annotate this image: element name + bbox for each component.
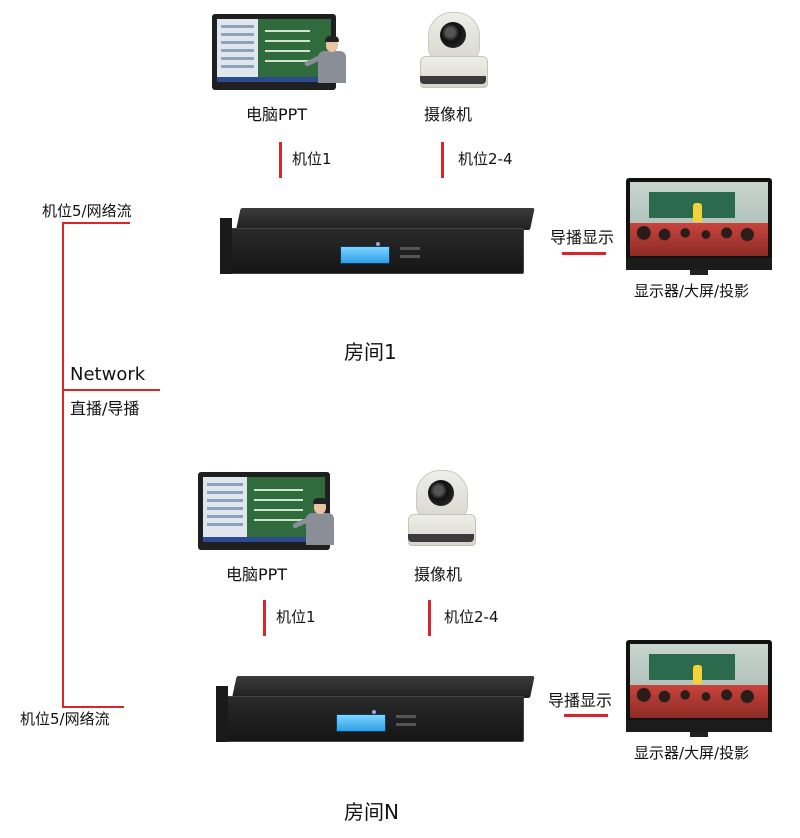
roomN-pos5-label: 机位5/网络流	[20, 710, 110, 728]
room1-pos5-label: 机位5/网络流	[42, 202, 132, 220]
room1-display-label: 显示器/大屏/投影	[634, 282, 750, 300]
roomN-pos24-label: 机位2-4	[444, 608, 499, 626]
room1-camera-label: 摄像机	[424, 105, 473, 124]
roomN-recorder-box	[216, 676, 535, 750]
roomN-display-screen	[626, 640, 772, 737]
roomN-pos5-connector	[62, 706, 124, 708]
roomN-title: 房间N	[344, 800, 399, 824]
room1-teacher-figure	[303, 36, 346, 84]
room1-camera	[418, 12, 490, 88]
room1-director-label: 导播显示	[550, 228, 615, 247]
room1-pos5-connector	[62, 222, 130, 224]
room1-pos24-label: 机位2-4	[458, 150, 513, 168]
network-sublabel: 直播/导播	[70, 399, 140, 418]
room1-recorder-lcd	[340, 246, 390, 264]
roomN-pc-label: 电脑PPT	[226, 565, 288, 584]
room1-pc-label: 电脑PPT	[246, 105, 308, 124]
network-label: Network	[70, 364, 146, 385]
room1-director-connector	[562, 252, 606, 255]
room1-recorder-box	[220, 208, 535, 280]
roomN-display-label: 显示器/大屏/投影	[634, 744, 750, 762]
roomN-director-label: 导播显示	[548, 691, 613, 710]
room1-pc-monitor	[212, 14, 336, 90]
roomN-director-connector	[564, 714, 608, 717]
roomN-recorder-lcd	[336, 714, 386, 732]
room1-pos1-connector	[279, 142, 282, 178]
room1-pos24-connector	[441, 142, 444, 178]
roomN-pos1-connector	[263, 600, 266, 636]
room1-display-screen	[626, 178, 772, 275]
roomN-teacher-figure	[291, 498, 334, 546]
network-branch-line	[62, 389, 160, 391]
network-trunk-line	[62, 222, 64, 708]
roomN-camera-label: 摄像机	[414, 565, 463, 584]
roomN-pos1-label: 机位1	[276, 608, 316, 626]
room1-title: 房间1	[344, 340, 397, 364]
room1-pos1-label: 机位1	[292, 150, 332, 168]
roomN-pos24-connector	[428, 600, 431, 636]
roomN-camera	[406, 470, 478, 546]
